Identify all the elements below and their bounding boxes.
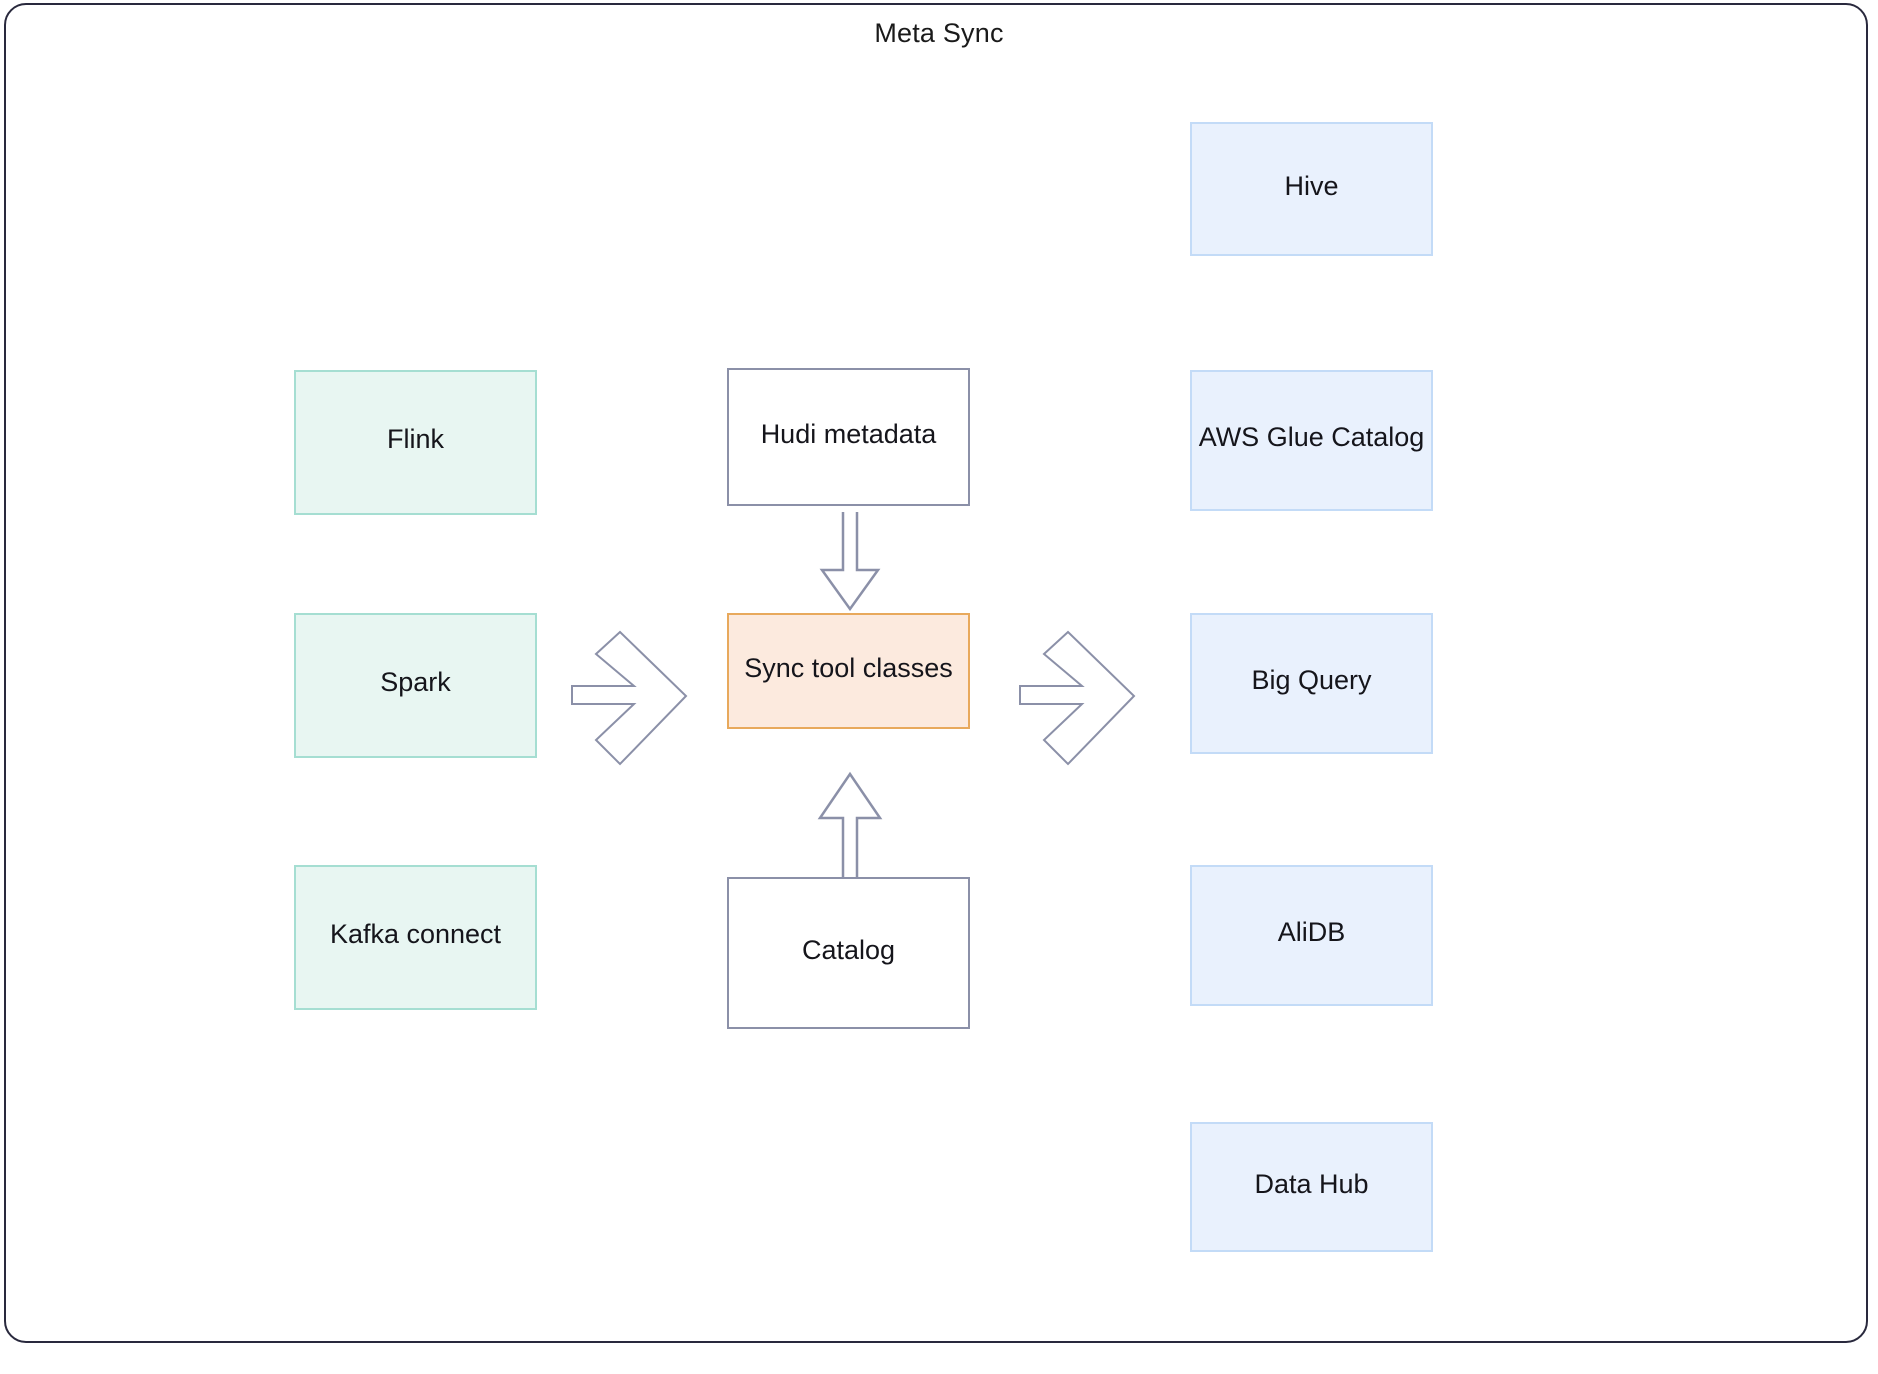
node-label: Kafka connect — [329, 919, 502, 950]
node-alidb[interactable]: AliDB — [1190, 865, 1433, 1006]
page-title: Meta Sync — [874, 18, 1004, 48]
node-big-query[interactable]: Big Query — [1190, 613, 1433, 754]
node-label: Catalog — [801, 934, 896, 965]
node-kafka-connect[interactable]: Kafka connect — [294, 865, 537, 1010]
node-data-hub[interactable]: Data Hub — [1190, 1122, 1433, 1252]
node-label: Sync tool classes — [744, 652, 953, 683]
node-catalog[interactable]: Catalog — [727, 877, 970, 1029]
node-label: Big Query — [1251, 665, 1372, 696]
node-spark[interactable]: Spark — [294, 613, 537, 758]
arrow-sync-to-targets-icon — [1019, 630, 1136, 766]
arrow-sources-to-sync-icon — [571, 630, 688, 766]
node-label: Hive — [1284, 170, 1339, 201]
node-label: Flink — [386, 424, 444, 455]
node-label: Data Hub — [1254, 1168, 1369, 1199]
node-label: AliDB — [1277, 917, 1346, 948]
node-label: AWS Glue Catalog — [1198, 422, 1425, 453]
arrow-catalog-to-sync-icon — [817, 771, 883, 878]
node-hive[interactable]: Hive — [1190, 122, 1433, 256]
arrow-hudi-to-sync-icon — [819, 512, 881, 612]
node-hudi-metadata[interactable]: Hudi metadata — [727, 368, 970, 506]
node-sync-tool-classes[interactable]: Sync tool classes — [727, 613, 970, 729]
node-label: Spark — [380, 667, 451, 698]
node-flink[interactable]: Flink — [294, 370, 537, 515]
node-label: Hudi metadata — [760, 418, 937, 449]
node-aws-glue-catalog[interactable]: AWS Glue Catalog — [1190, 370, 1433, 511]
